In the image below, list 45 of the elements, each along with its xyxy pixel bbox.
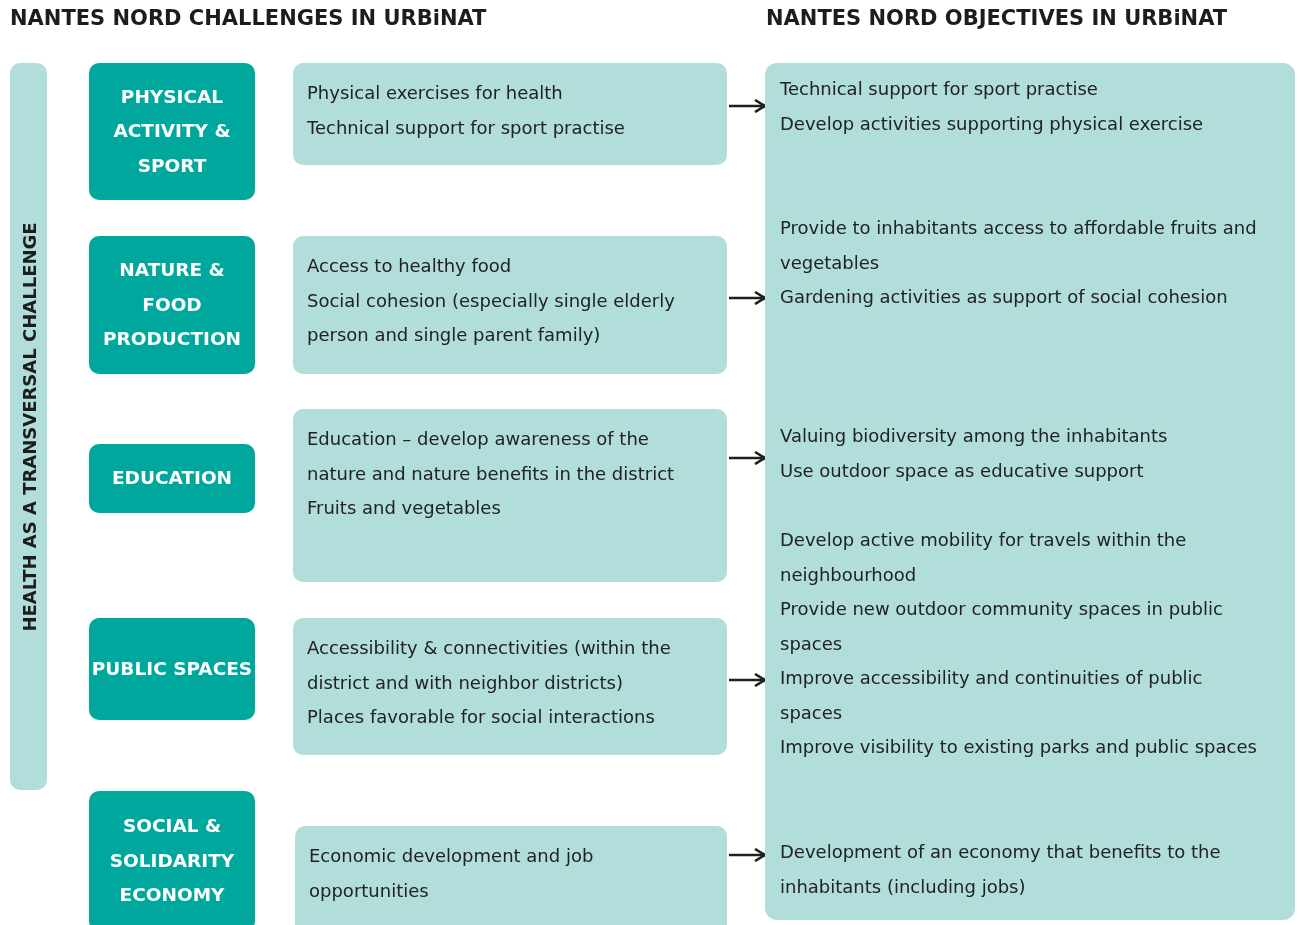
category-label: EDUCATION xyxy=(111,466,233,491)
challenge-text: Physical exercises for health xyxy=(307,81,564,105)
objective-text: Provide to inhabitants access to affordable fruits and vegetables xyxy=(780,216,1258,275)
arrow xyxy=(729,290,767,306)
category-label: PHYSICAL ACTIVITY & SPORT xyxy=(112,84,232,178)
challenge-text: Fruits and vegetables xyxy=(307,496,502,520)
challenge-text: Access to healthy food xyxy=(307,254,513,278)
objective-text: Valuing biodiversity among the inhabitants xyxy=(780,424,1169,448)
category-box xyxy=(89,791,255,925)
challenge-text: Social cohesion (especially single elderly person and single parent family) xyxy=(307,288,676,347)
challenge-text: Technical support for sport practise xyxy=(307,115,626,140)
objective-text: Provide new outdoor community spaces in public spaces xyxy=(780,597,1224,656)
arrow xyxy=(729,450,767,466)
category-label: PUBLIC SPACES xyxy=(91,656,253,681)
category-label: NATURE & FOOD PRODUCTION xyxy=(101,258,243,352)
objective-text: Technical support for sport practise xyxy=(780,77,1099,101)
challenge-text: Economic development and job opportunities xyxy=(309,844,595,903)
challenge-text: Accessibility & connectivities (within the district and with neighbor districts) xyxy=(307,636,672,695)
arrow xyxy=(729,98,767,114)
category-label: SOCIAL & SOLIDARITY ECONOMY xyxy=(108,814,236,908)
challenge-band xyxy=(10,63,47,790)
objective-text: Development of an economy that benefits to the inhabitants (including jobs) xyxy=(780,840,1222,899)
objective-text: Use outdoor space as educative support xyxy=(780,458,1145,483)
band-label: HEALTH AS A TRANSVERSAL CHALLENGE xyxy=(18,221,39,632)
challenge-text: Education – develop awareness of the nature and nature benefits in the district xyxy=(307,427,676,486)
challenge-box xyxy=(293,236,727,374)
category-box xyxy=(89,236,255,374)
objectives-panel xyxy=(765,63,1295,920)
objective-text: Improve accessibility and continuities of public spaces xyxy=(780,666,1204,725)
challenge-text: Places favorable for social interactions xyxy=(307,705,656,729)
category-box xyxy=(89,444,255,513)
arrow xyxy=(729,847,767,863)
category-box xyxy=(89,618,255,720)
objective-text: Develop active mobility for travels within the neighbourhood xyxy=(780,528,1188,587)
column-heading: NANTES NORD CHALLENGES IN URBiNAT xyxy=(10,6,487,30)
challenge-box xyxy=(293,618,727,755)
objective-text: Gardening activities as support of social cohesion xyxy=(780,285,1229,309)
category-box xyxy=(89,63,255,200)
column-heading: NANTES NORD OBJECTIVES IN URBiNAT xyxy=(766,6,1228,30)
objective-text: Improve visibility to existing parks and public spaces xyxy=(780,735,1258,759)
challenge-box xyxy=(293,409,727,582)
challenge-box xyxy=(295,826,727,925)
arrow xyxy=(729,672,767,688)
challenge-box xyxy=(293,63,727,165)
objective-text: Develop activities supporting physical exercise xyxy=(780,111,1205,136)
